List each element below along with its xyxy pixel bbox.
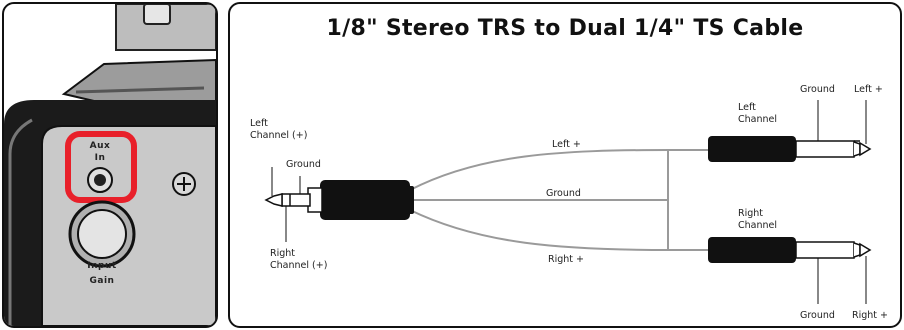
device-slot <box>75 86 205 94</box>
cable-diagram <box>264 100 872 304</box>
ts-plug-right <box>708 237 872 304</box>
wire-left <box>409 149 708 191</box>
trs-plug-sleeve <box>281 193 311 207</box>
aux-jack-hole <box>94 174 106 186</box>
ts-right-tip-label: Right + <box>852 310 888 321</box>
input-gain-label-line1: Input <box>87 261 117 271</box>
trs-ground-label: Ground <box>286 159 321 170</box>
diagram-title: 1/8" Stereo TRS to Dual 1/4" TS Cable <box>326 16 804 41</box>
trs-right-channel-line1: Right <box>270 248 296 259</box>
ts-left-tip-label: Left + <box>854 84 883 95</box>
device-illustration <box>4 4 216 326</box>
trs-plug-tip <box>264 193 283 207</box>
ts-left-plug-sleeve <box>795 140 855 158</box>
ts-right-plug-neck <box>853 242 861 258</box>
wire-right <box>409 209 708 251</box>
ts-right-ground-label: Ground <box>800 310 835 321</box>
ts-right-channel-line2: Channel <box>738 220 778 231</box>
ts-right-plug-tip <box>859 242 872 258</box>
aux-highlight-box <box>65 131 137 203</box>
aux-label-line1: Aux <box>89 141 111 151</box>
wire-left-label: Left + <box>552 139 581 150</box>
trs-plug-body <box>320 180 410 220</box>
wire-right-label: Right + <box>548 254 584 265</box>
ts-left-channel-line2: Channel <box>738 114 778 125</box>
input-gain-label-line2: Gain <box>89 276 115 286</box>
ts-left-channel-line1: Left <box>738 102 756 113</box>
device-edge-highlight <box>8 118 33 326</box>
ts-right-plug-body <box>708 237 796 263</box>
ts-left-plug-tip <box>859 141 872 157</box>
trs-right-channel-line2: Channel (+) <box>270 260 328 271</box>
ts-plug-left <box>708 100 872 162</box>
cable-diagram-panel: 1/8" Stereo TRS to Dual 1/4" TS Cable <box>228 2 902 328</box>
screw-cross <box>177 177 191 191</box>
cable-wires <box>409 149 708 251</box>
input-gain-knob <box>77 209 127 259</box>
ts-left-ground-label: Ground <box>800 84 835 95</box>
trs-plug <box>264 167 414 242</box>
ts-right-plug-sleeve <box>795 241 855 259</box>
ts-left-plug-body <box>708 136 796 162</box>
device-panel: Aux In Input Gain <box>2 2 218 328</box>
device-top-knob <box>143 4 171 25</box>
trs-plug-boot <box>406 186 414 214</box>
ts-left-plug-neck <box>853 141 861 157</box>
trs-left-channel-line2: Channel (+) <box>250 130 308 141</box>
ts-right-channel-line1: Right <box>738 208 764 219</box>
wire-ground-label: Ground <box>546 188 581 199</box>
trs-left-channel-line1: Left <box>250 118 268 129</box>
aux-label-line2: In <box>94 153 106 163</box>
